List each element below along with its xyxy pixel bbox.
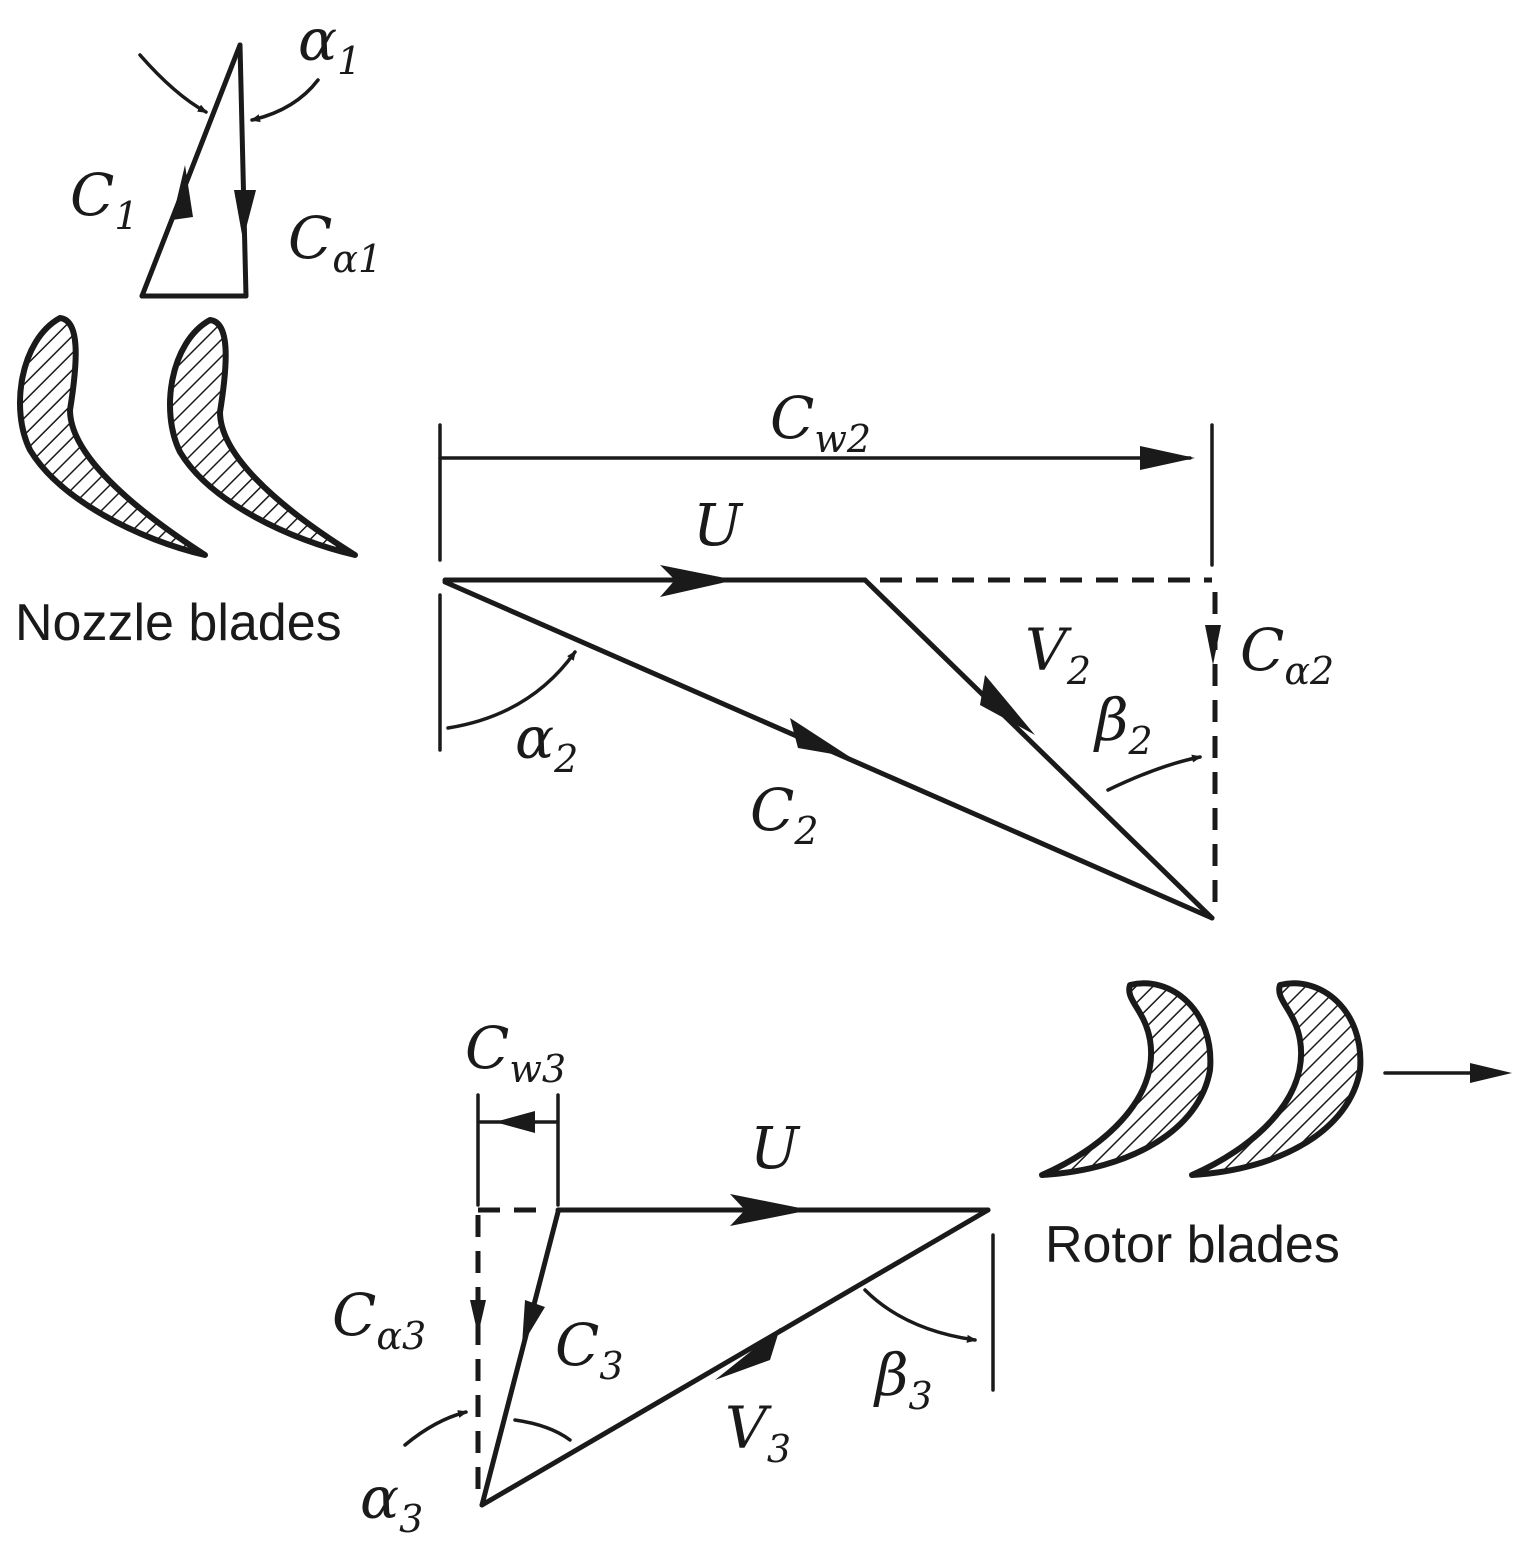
alpha2-angle-arc (446, 650, 577, 730)
beta3-angle-arc (863, 1288, 977, 1343)
v2-arrowhead (980, 675, 1035, 735)
c1-label: C1 (70, 161, 139, 238)
ca1-arrowhead (234, 190, 256, 240)
cw2-label: Cw2 (770, 384, 871, 461)
ca2-arrowhead (1205, 625, 1221, 665)
c3-arrowhead (522, 1300, 545, 1345)
nozzle-blades (17, 315, 358, 558)
rotor-inlet-velocity-triangle (438, 423, 1221, 921)
rotor-blade-1 (1039, 980, 1214, 1178)
inlet-velocity-triangle (138, 42, 320, 299)
u-bottom-label: U (750, 1114, 801, 1182)
rotor-motion-arrowhead (1470, 1063, 1512, 1083)
nozzle-blade-1 (17, 315, 208, 558)
v2-vector (862, 577, 1215, 921)
rotor-exit-velocity-triangle (403, 1093, 995, 1508)
cw3-arrowhead (495, 1111, 535, 1133)
alpha1-angle-arc-right (250, 78, 320, 123)
rotor-blades-caption: Rotor blades (1045, 1216, 1340, 1274)
beta2-label: β2 (1093, 686, 1153, 763)
ca1-vector (237, 42, 249, 299)
ca3-label: Cα3 (332, 1281, 426, 1358)
c2-label: C2 (750, 776, 819, 853)
c1-arrowhead (172, 165, 193, 220)
v2-label: V2 (1025, 616, 1091, 693)
u-bottom-arrowhead (730, 1194, 810, 1226)
alpha2-label: α2 (515, 704, 578, 781)
u-top-arrowhead (660, 565, 735, 597)
ca2-label: Cα2 (1240, 616, 1334, 693)
rotor-blades (1039, 980, 1512, 1178)
alpha3-angle-arc (403, 1410, 468, 1447)
alpha1-label: α1 (298, 6, 361, 83)
cw3-label: Cw3 (465, 1014, 566, 1091)
ca1-label: Cα1 (288, 204, 382, 281)
c1-vector (139, 42, 243, 299)
beta2-angle-arc (1106, 754, 1202, 792)
ca3-arrowhead (470, 1300, 486, 1335)
c2-arrowhead (790, 718, 850, 757)
u-top-label: U (693, 491, 744, 559)
nozzle-blade-2 (167, 317, 358, 558)
rotor-blade-2 (1189, 980, 1364, 1178)
c3-label: C3 (555, 1311, 624, 1388)
cw2-arrowhead (1140, 446, 1195, 470)
alpha3-label: α3 (360, 1464, 423, 1541)
alpha1-angle-arc-left (138, 53, 208, 114)
v3-arrowhead (715, 1328, 780, 1380)
labels: α1 C1 Cα1 Nozzle blades Cw2 U V2 Cα2 β2 … (15, 6, 1340, 1541)
v3-vector (479, 1207, 991, 1508)
beta3-label: β3 (873, 1341, 933, 1418)
v3-label: V3 (725, 1394, 791, 1471)
c3-vector (479, 1209, 561, 1508)
alpha3-inner-arc (513, 1418, 572, 1442)
nozzle-blades-caption: Nozzle blades (15, 594, 342, 652)
